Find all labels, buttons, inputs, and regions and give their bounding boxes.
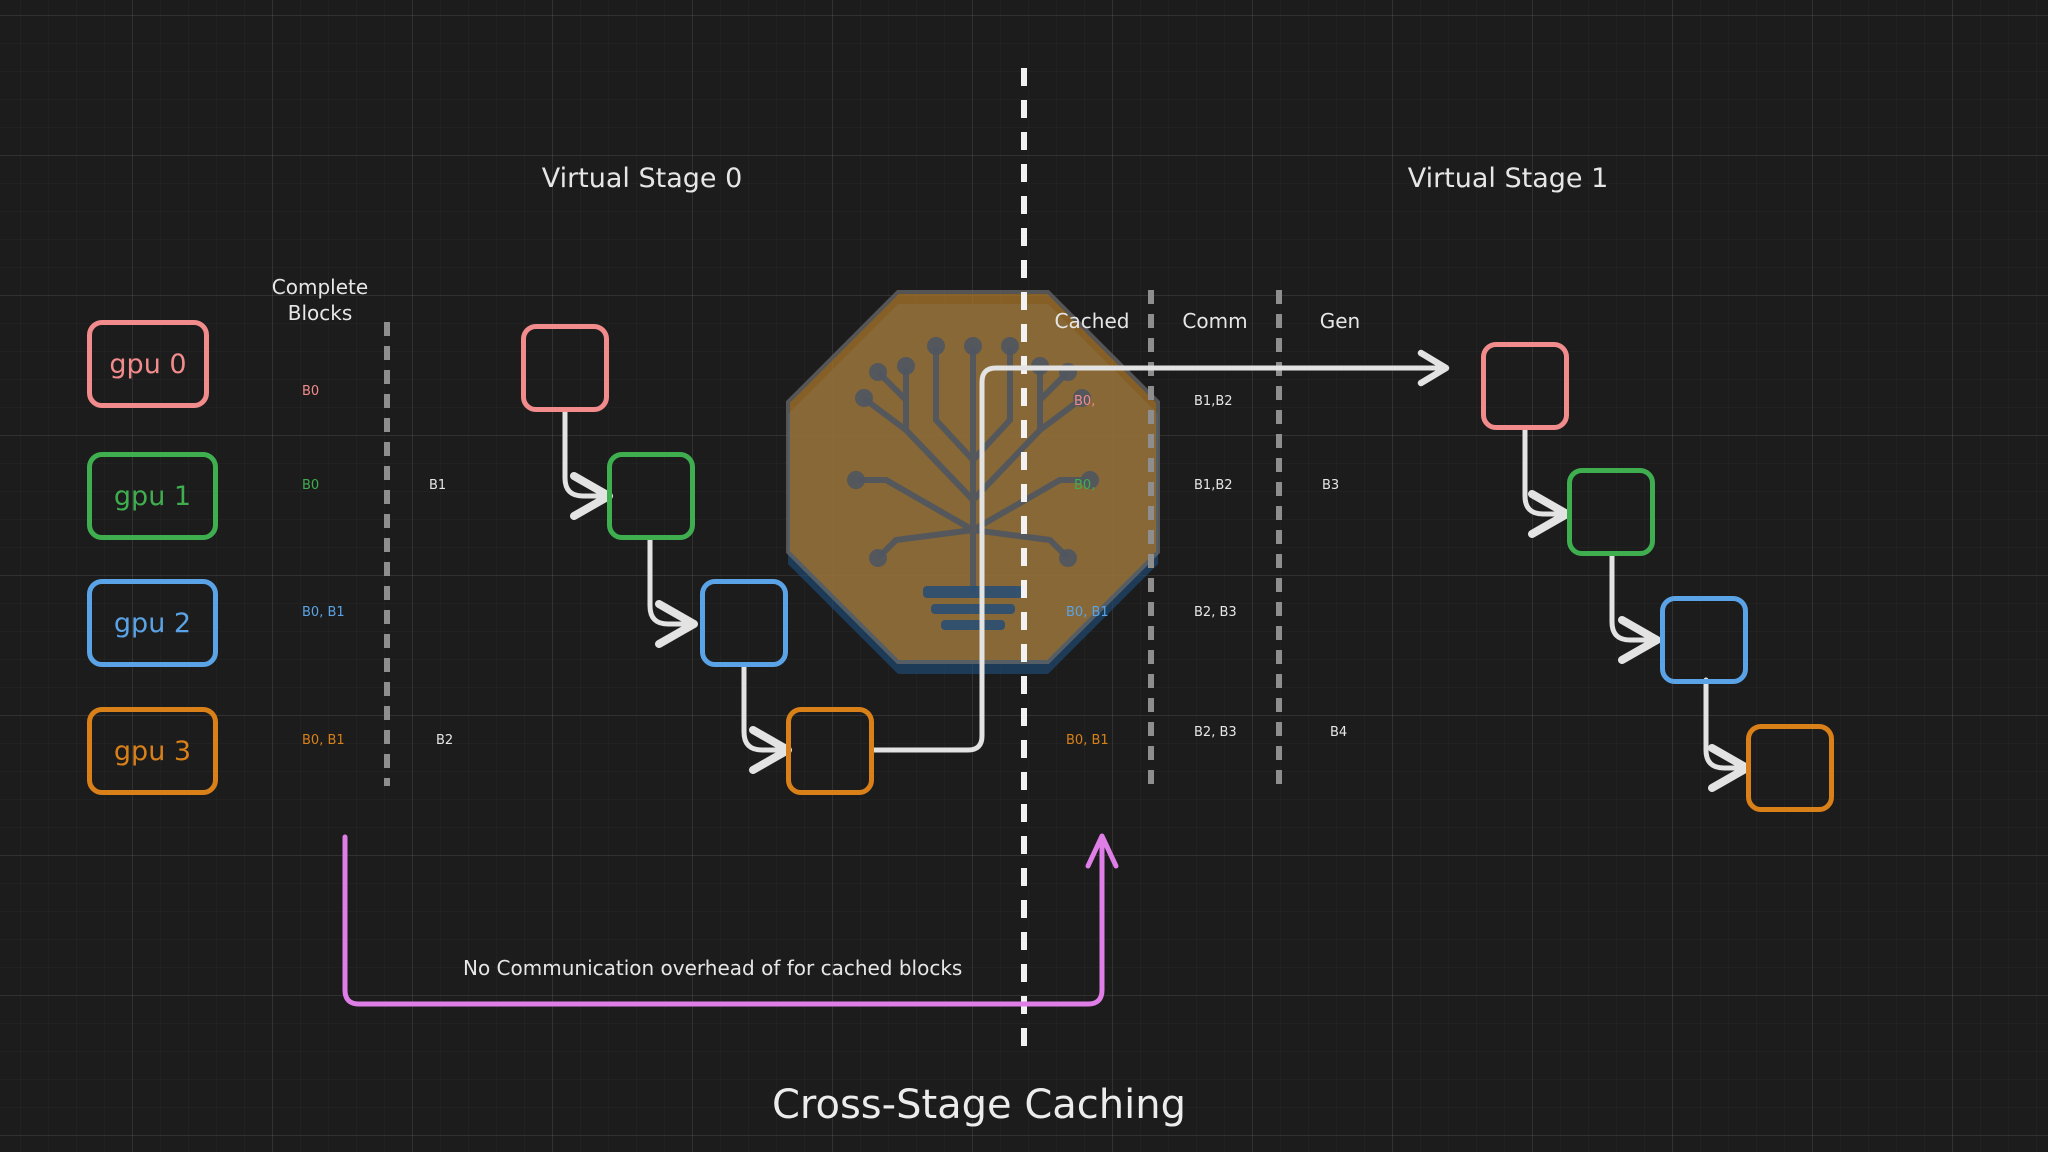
stage0-node-gpu0: [521, 324, 609, 412]
column-header-complete-blocks: Complete Blocks: [271, 275, 369, 325]
stage-0-title: Virtual Stage 0: [541, 163, 743, 194]
edge-stage0-to-stage1: [870, 349, 1450, 753]
stage0-node-gpu1: [607, 452, 695, 540]
row-3-stage0-gen: B2: [436, 733, 454, 748]
row-3-complete-blocks: B0, B1: [302, 733, 345, 748]
stage-1-title: Virtual Stage 1: [1407, 163, 1609, 194]
edge-s0-gpu1-gpu2: [647, 536, 698, 648]
stage1-node-gpu3: [1746, 724, 1834, 812]
diagram-title: Cross-Stage Caching: [771, 1082, 1187, 1128]
row-0-comm: B1,B2: [1194, 394, 1233, 409]
gpu-1-label: gpu 1: [87, 452, 218, 540]
row-3-gen: B4: [1330, 725, 1348, 740]
edge-s1-gpu2-gpu3: [1703, 677, 1751, 792]
row-0-cached: B0,: [1074, 394, 1096, 409]
edge-s0-gpu0-gpu1: [562, 409, 613, 520]
stage0-node-gpu2: [700, 579, 788, 667]
row-1-comm: B1,B2: [1194, 478, 1233, 493]
stage0-node-gpu3: [786, 707, 874, 795]
row-0-complete-blocks: B0: [302, 384, 320, 399]
row-1-cached: B0,: [1074, 478, 1096, 493]
gpu-3-label: gpu 3: [87, 707, 218, 795]
column-header-cached: Cached: [1054, 309, 1130, 333]
row-3-cached: B0, B1: [1066, 733, 1109, 748]
row-1-gen: B3: [1322, 478, 1340, 493]
stage1-node-gpu2: [1660, 596, 1748, 684]
row-3-comm: B2, B3: [1194, 725, 1237, 740]
column-header-comm: Comm: [1182, 309, 1248, 333]
stage1-node-gpu1: [1567, 468, 1655, 556]
gpu-0-label: gpu 0: [87, 320, 209, 408]
circuit-tree-lightbulb-icon: [786, 290, 1160, 674]
gpu-2-label: gpu 2: [87, 579, 218, 667]
row-1-stage0-gen: B1: [429, 478, 447, 493]
row-2-comm: B2, B3: [1194, 605, 1237, 620]
edge-s1-gpu1-gpu2: [1609, 551, 1661, 664]
no-comm-bracket: [342, 834, 1105, 1007]
edge-s1-gpu0-gpu1: [1522, 425, 1571, 538]
no-comm-arrowhead: [1085, 833, 1119, 869]
row-2-cached: B0, B1: [1066, 605, 1109, 620]
column-header-gen: Gen: [1319, 309, 1361, 333]
row-2-complete-blocks: B0, B1: [302, 605, 345, 620]
edge-s0-gpu2-gpu3: [741, 663, 792, 774]
no-comm-note: No Communication overhead of for cached …: [463, 956, 963, 980]
stage1-node-gpu0: [1481, 342, 1569, 430]
row-1-complete-blocks: B0: [302, 478, 320, 493]
